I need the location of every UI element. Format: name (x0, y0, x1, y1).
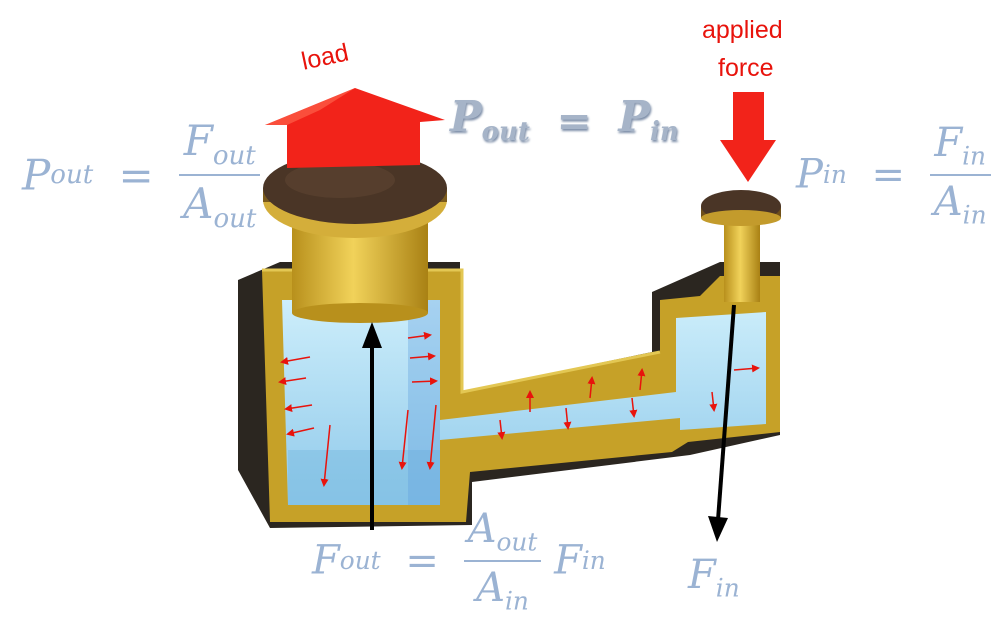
eq-right-in: in (822, 160, 847, 190)
eq-right-numerator: Fin (930, 120, 991, 171)
eq-bottom-f: F (312, 537, 340, 584)
eq-right-f: F (934, 120, 963, 166)
eq-right-fraction: Fin Ain (929, 120, 991, 230)
eq-left-fraction: Fout Aout (179, 116, 261, 234)
eq-left-a-sub: out (213, 204, 257, 235)
output-force-equation: Fout = Aout Ain Fin (312, 506, 606, 615)
eq-left-f: F (183, 116, 213, 165)
eq-bottom-a2-sub: in (504, 586, 529, 616)
eq-bottom-out: out (339, 546, 381, 576)
eq-left-fraction-bar (179, 174, 261, 177)
eq-left-equals: = (118, 150, 154, 200)
fin-f: F (688, 552, 716, 598)
eq-center-out: out (481, 117, 530, 148)
eq-right-equals: = (871, 151, 906, 198)
eq-right-p: P (796, 151, 823, 198)
eq-right-fraction-bar (929, 173, 991, 176)
eq-center-p: P (450, 92, 482, 141)
eq-left-f-sub: out (212, 141, 256, 172)
eq-center-p2: P (618, 92, 650, 141)
eq-bottom-denominator: Ain (464, 565, 542, 616)
small-piston (701, 190, 781, 302)
eq-bottom-a2: A (476, 564, 505, 611)
eq-bottom-equals: = (405, 537, 439, 584)
input-pressure-equation: Pin = Fin Ain (796, 120, 991, 229)
force-vectors (362, 304, 736, 542)
eq-bottom-f2: F (554, 537, 582, 584)
eq-left-denominator: Aout (179, 179, 260, 234)
eq-left-out: out (50, 160, 94, 191)
load-arrow (265, 88, 445, 168)
eq-left-numerator: Fout (179, 116, 260, 171)
input-force-label: Fin (688, 552, 740, 603)
applied-force-arrow (720, 92, 776, 182)
eq-right-denominator: Ain (930, 179, 991, 230)
eq-bottom-a: A (467, 506, 497, 552)
eq-bottom-numerator: Aout (464, 506, 542, 557)
eq-bottom-fraction-bar (463, 559, 542, 562)
eq-left-p: P (22, 150, 51, 200)
eq-bottom-a-sub: out (496, 527, 538, 557)
applied-label: applied (702, 16, 783, 44)
fin-in: in (715, 573, 740, 603)
eq-center-in: in (649, 117, 679, 148)
eq-right-f-sub: in (962, 141, 987, 171)
eq-bottom-f2-sub: in (581, 546, 606, 576)
large-piston (263, 152, 447, 323)
eq-left-a: A (183, 179, 214, 229)
eq-center-equals: = (556, 95, 592, 145)
force-label: force (718, 54, 774, 82)
eq-right-a: A (933, 178, 963, 225)
pressure-equality-equation: Pout = Pin (450, 92, 679, 147)
eq-right-a-sub: in (962, 200, 987, 230)
output-pressure-equation: Pout = Fout Aout (22, 116, 261, 234)
pressure-arrows (278, 331, 760, 487)
eq-bottom-fraction: Aout Ain (463, 506, 542, 616)
